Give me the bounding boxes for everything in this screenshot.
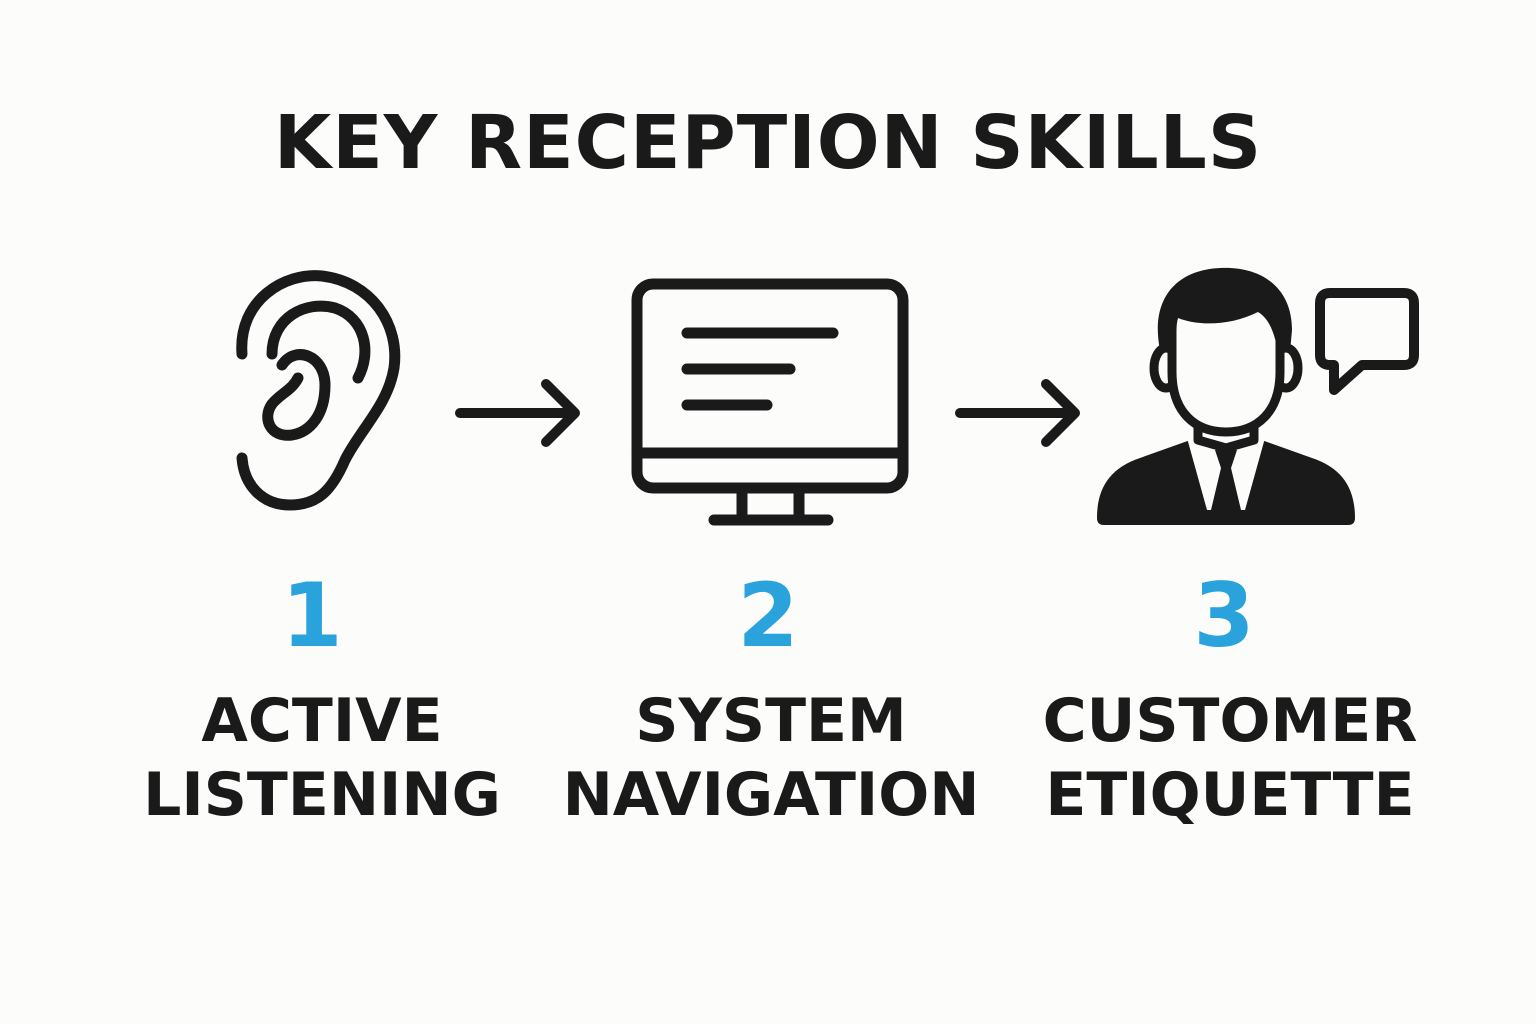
step-label-2: SYSTEM NAVIGATION (531, 684, 1011, 832)
step-label-1: ACTIVE LISTENING (82, 684, 562, 832)
monitor-icon (631, 278, 909, 526)
step-number-1: 1 (281, 564, 343, 667)
step-label-3-line-1: CUSTOMER (1042, 686, 1418, 756)
step-label-2-line-1: SYSTEM (635, 686, 907, 756)
step-label-3: CUSTOMER ETIQUETTE (990, 684, 1470, 832)
arrow-right-icon (455, 379, 580, 447)
step-number-2: 2 (737, 564, 799, 667)
businessman-with-speech-bubble-icon (1097, 267, 1419, 525)
step-label-2-line-2: NAVIGATION (562, 760, 980, 830)
step-label-3-line-2: ETIQUETTE (1045, 760, 1415, 830)
diagram-title: KEY RECEPTION SKILLS (273, 100, 1263, 186)
step-label-1-line-1: ACTIVE (201, 686, 443, 756)
ear-icon (236, 270, 401, 511)
step-label-1-line-2: LISTENING (143, 760, 501, 830)
step-number-3: 3 (1193, 564, 1255, 667)
arrow-right-icon (955, 379, 1080, 447)
